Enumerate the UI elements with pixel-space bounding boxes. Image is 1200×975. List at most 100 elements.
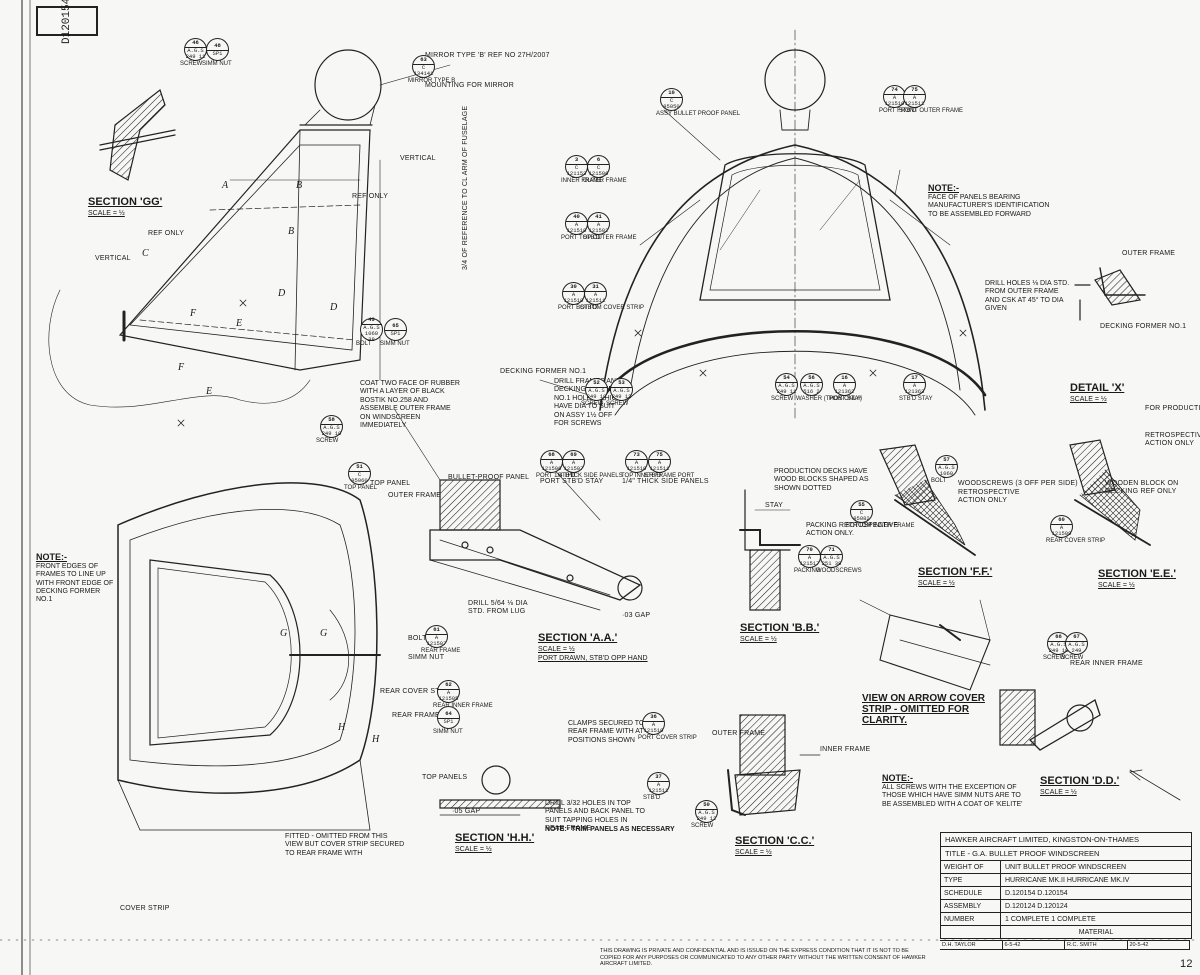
part-description: OUTER FRAME: [583, 178, 627, 184]
title-block: HAWKER AIRCRAFT LIMITED, KINGSTON-ON-THA…: [940, 832, 1192, 939]
part-number: 60: [1051, 516, 1072, 525]
part-description: SIMM NUT: [433, 729, 463, 735]
part-number: 50: [696, 801, 717, 810]
note-screws-title: NOTE:-: [882, 773, 913, 783]
part-number: 68: [541, 451, 562, 460]
part-description: SCREW: [316, 438, 339, 444]
part-number: 54: [776, 374, 797, 383]
part-number: 37: [648, 773, 669, 782]
section-ee-title: SECTION 'E.E.': [1098, 568, 1176, 580]
part-description: SCREW: [180, 61, 203, 67]
label-ref-only: REF ONLY: [352, 193, 389, 200]
part-description: STB'D: [558, 473, 576, 479]
part-number: 6: [588, 156, 609, 165]
part-number: 30: [563, 283, 584, 292]
part-number: 53: [611, 379, 632, 388]
part-code: A 121510: [643, 720, 664, 734]
section-letter-h: H: [338, 722, 346, 733]
label-gap-2: ·05 GAP: [452, 808, 481, 815]
part-code: C 95050: [663, 96, 680, 110]
title-row-value: D.120154 D.120154: [1005, 889, 1068, 897]
part-description: REAR FRAME: [421, 648, 461, 654]
section-letter-c: C: [142, 248, 149, 259]
signature-date: 6-5-42: [1003, 941, 1065, 949]
part-description: PACKING: [794, 568, 821, 574]
part-description: SCREW: [691, 823, 714, 829]
title-name: TITLE - G.A. BULLET PROOF WINDSCREEN: [941, 847, 1191, 861]
title-row-key: TYPE: [941, 874, 1001, 886]
part-number: 49: [361, 316, 382, 325]
section-letter-g-2: G: [320, 628, 328, 639]
part-description: PORT STAY: [829, 396, 862, 402]
note-fitted-omitted: FITTED - OMITTED FROM THIS VIEW BUT COVE…: [285, 833, 405, 857]
section-letter-a: A: [222, 180, 229, 191]
part-number: 71: [821, 546, 842, 555]
title-row-key: WEIGHT OF: [941, 861, 1001, 873]
part-description: STB'D: [583, 235, 601, 241]
part-number: 3: [566, 156, 587, 165]
section-ee-scale: SCALE = ½: [1098, 582, 1135, 589]
title-row-key: ASSEMBLY: [941, 900, 1001, 912]
part-description: PORT 1/4 THICK SIDE PANELS: [536, 473, 623, 479]
section-ff-title: SECTION 'F.F.': [918, 566, 993, 578]
part-number: 65: [385, 322, 406, 331]
part-description: STB'D: [643, 795, 661, 801]
label-gap: ·03 GAP: [622, 612, 651, 619]
label-rear-frame: REAR FRAME: [392, 712, 440, 719]
part-code: C 95082: [853, 508, 870, 522]
part-description: BOLT: [931, 478, 947, 484]
part-description: WASHER (THOS ONLY): [796, 396, 863, 402]
drawing-number: D120154: [36, 0, 98, 44]
part-description: INNER FRAME: [561, 178, 603, 184]
part-description: REAR INNER FRAME: [433, 703, 493, 709]
title-row: ASSEMBLY D.120124 D.120124: [941, 900, 1191, 913]
part-number: 40: [566, 213, 587, 222]
signature-row: D.H. TAYLOR 6-5-42 R.C. SMITH 20-5-42: [940, 940, 1190, 950]
label-rear-cover-strip: REAR COVER STRIP: [380, 688, 453, 695]
part-description: BOTTOM INNER FRAME: [846, 523, 915, 529]
note-face-panels-text: FACE OF PANELS BEARING MANUFACTURER'S ID…: [928, 193, 1050, 218]
part-code: C 121506: [588, 163, 609, 177]
section-bb-title: SECTION 'B.B.': [740, 622, 820, 634]
title-row-key: [941, 926, 1001, 938]
confidential-footer: THIS DRAWING IS PRIVATE AND CONFIDENTIAL…: [600, 948, 926, 968]
section-dd-title: SECTION 'D.D.': [1040, 775, 1120, 787]
part-description: SIMM NUT: [380, 341, 410, 347]
part-code: A 121510: [884, 93, 905, 107]
label-retro-action: RETROSPECTIVE ACTION ONLY: [958, 489, 1020, 505]
part-code: A 121511: [648, 780, 669, 794]
part-description: STB'D STAY: [899, 396, 933, 402]
section-hh-scale: SCALE = ½: [455, 846, 492, 853]
part-number: 56: [801, 374, 822, 383]
note-front-edges: NOTE:- FRONT EDGES OF FRAMES TO LINE UP …: [36, 552, 114, 605]
part-description: SIMM NUT: [202, 61, 232, 67]
part-code: A 121511: [904, 93, 925, 107]
part-description: PORT COVER STRIP: [638, 735, 697, 741]
label-stay: STAY: [765, 502, 784, 509]
detail-x-title: DETAIL 'X': [1070, 382, 1125, 394]
note-face-panels: NOTE:- FACE OF PANELS BEARING MANUFACTUR…: [928, 183, 1058, 219]
part-number: 58: [321, 416, 342, 425]
title-company: HAWKER AIRCRAFT LIMITED, KINGSTON-ON-THA…: [941, 833, 1191, 847]
title-row-value: D.120124 D.120124: [1005, 902, 1068, 910]
label-vertical: VERTICAL: [400, 155, 436, 162]
part-number: 46: [185, 39, 206, 48]
part-code: A.G.S 251 38: [821, 553, 842, 567]
part-code: A.G.S 249 10: [586, 386, 607, 400]
part-code: A 121511: [649, 458, 670, 472]
part-code: A.G.S 249: [1068, 640, 1085, 654]
part-code: A.G.S 249 12: [696, 808, 717, 822]
